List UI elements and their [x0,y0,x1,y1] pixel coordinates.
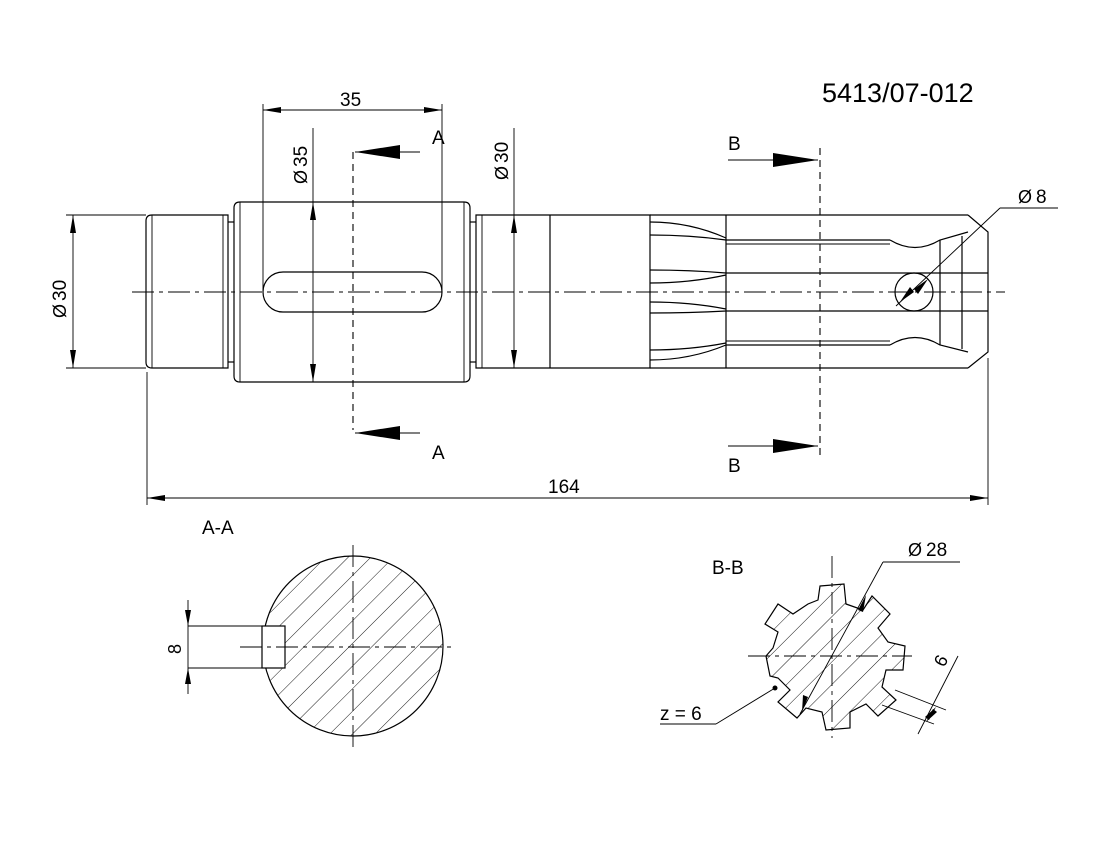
section-b-spline-count: z = 6 [660,704,702,725]
dim-hole-dia: Ø 8 [895,187,1058,307]
right-journal [475,214,651,369]
section-a-title: A-A [202,518,234,539]
dim-keyway-length: 35 [262,90,443,292]
dim-total-length-value: 164 [548,477,580,498]
dim-hole-dia-value: 8 [1036,187,1047,208]
dim-right-journal-dia: Ø 30 [492,128,517,368]
section-b-splined-profile [764,583,906,731]
section-a-arrows: A A [355,128,445,464]
left-journal [145,214,234,369]
dim-collar-dia-value: 35 [291,146,312,167]
dim-hole-dia-symbol: Ø [1018,187,1032,207]
section-b-top-letter: B [728,134,741,155]
dim-left-journal-dia: Ø 30 [50,214,146,369]
cross-hole [894,272,934,312]
dim-right-journal-dia-symbol: Ø [492,166,512,180]
dim-left-journal-dia-value: 30 [50,280,71,301]
section-a-top-letter: A [432,128,445,149]
section-b-title: B-B [712,558,744,579]
section-b-outer-dia-symbol: Ø [908,540,922,560]
section-a-hatched-area [266,556,443,736]
dim-right-journal-dia-value: 30 [492,142,513,163]
dim-left-journal-dia-symbol: Ø [50,304,70,318]
drawing-number: 5413/07-012 [822,78,974,108]
dim-collar-dia-symbol: Ø [291,170,311,184]
dim-collar-dia: Ø 35 [291,128,316,382]
section-b-view: B-B z = 6 Ø 28 6 [660,540,960,738]
section-b-outer-dia-value: 28 [926,540,947,561]
section-b-spline-width-value: 6 [930,652,952,670]
dim-total-length: 164 [146,358,989,505]
section-b-arrows: B B [728,134,818,477]
dim-keyway-length-value: 35 [340,90,361,111]
splined-end [649,214,989,369]
section-a-key-width-value: 8 [165,644,185,654]
section-b-bottom-letter: B [728,456,741,477]
section-a-view: A-A 8 [165,518,455,748]
section-a-bottom-letter: A [432,443,445,464]
shaft-side-view [132,148,1005,458]
